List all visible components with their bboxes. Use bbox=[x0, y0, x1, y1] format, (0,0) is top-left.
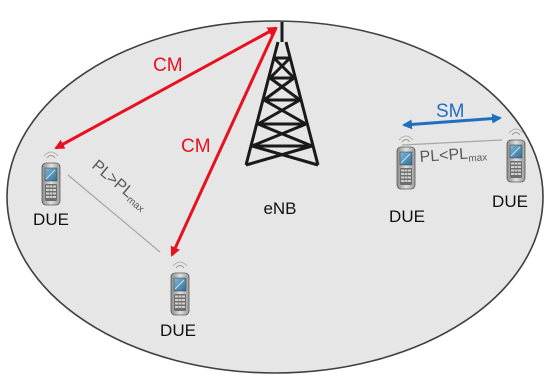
enb-label: eNB bbox=[263, 199, 296, 218]
pl-link-right bbox=[401, 139, 503, 146]
sm-label: SM bbox=[436, 101, 465, 122]
cm-label-bottom: CM bbox=[181, 136, 211, 157]
sm-link bbox=[402, 113, 502, 130]
due-bottom-label: DUE bbox=[160, 321, 196, 340]
due-right1-label: DUE bbox=[389, 207, 425, 226]
due-right2-label: DUE bbox=[492, 192, 528, 211]
pl-less-sub: max bbox=[468, 152, 488, 164]
pl-less-main: PL<PL bbox=[419, 146, 469, 166]
pl-less-label: PL<PLmax bbox=[419, 144, 488, 168]
cm-label-top: CM bbox=[153, 55, 183, 76]
cm-link-left bbox=[54, 26, 278, 150]
due-left-label: DUE bbox=[33, 210, 69, 229]
pl-link-left bbox=[67, 174, 161, 253]
cm-link-bottom bbox=[170, 27, 278, 257]
